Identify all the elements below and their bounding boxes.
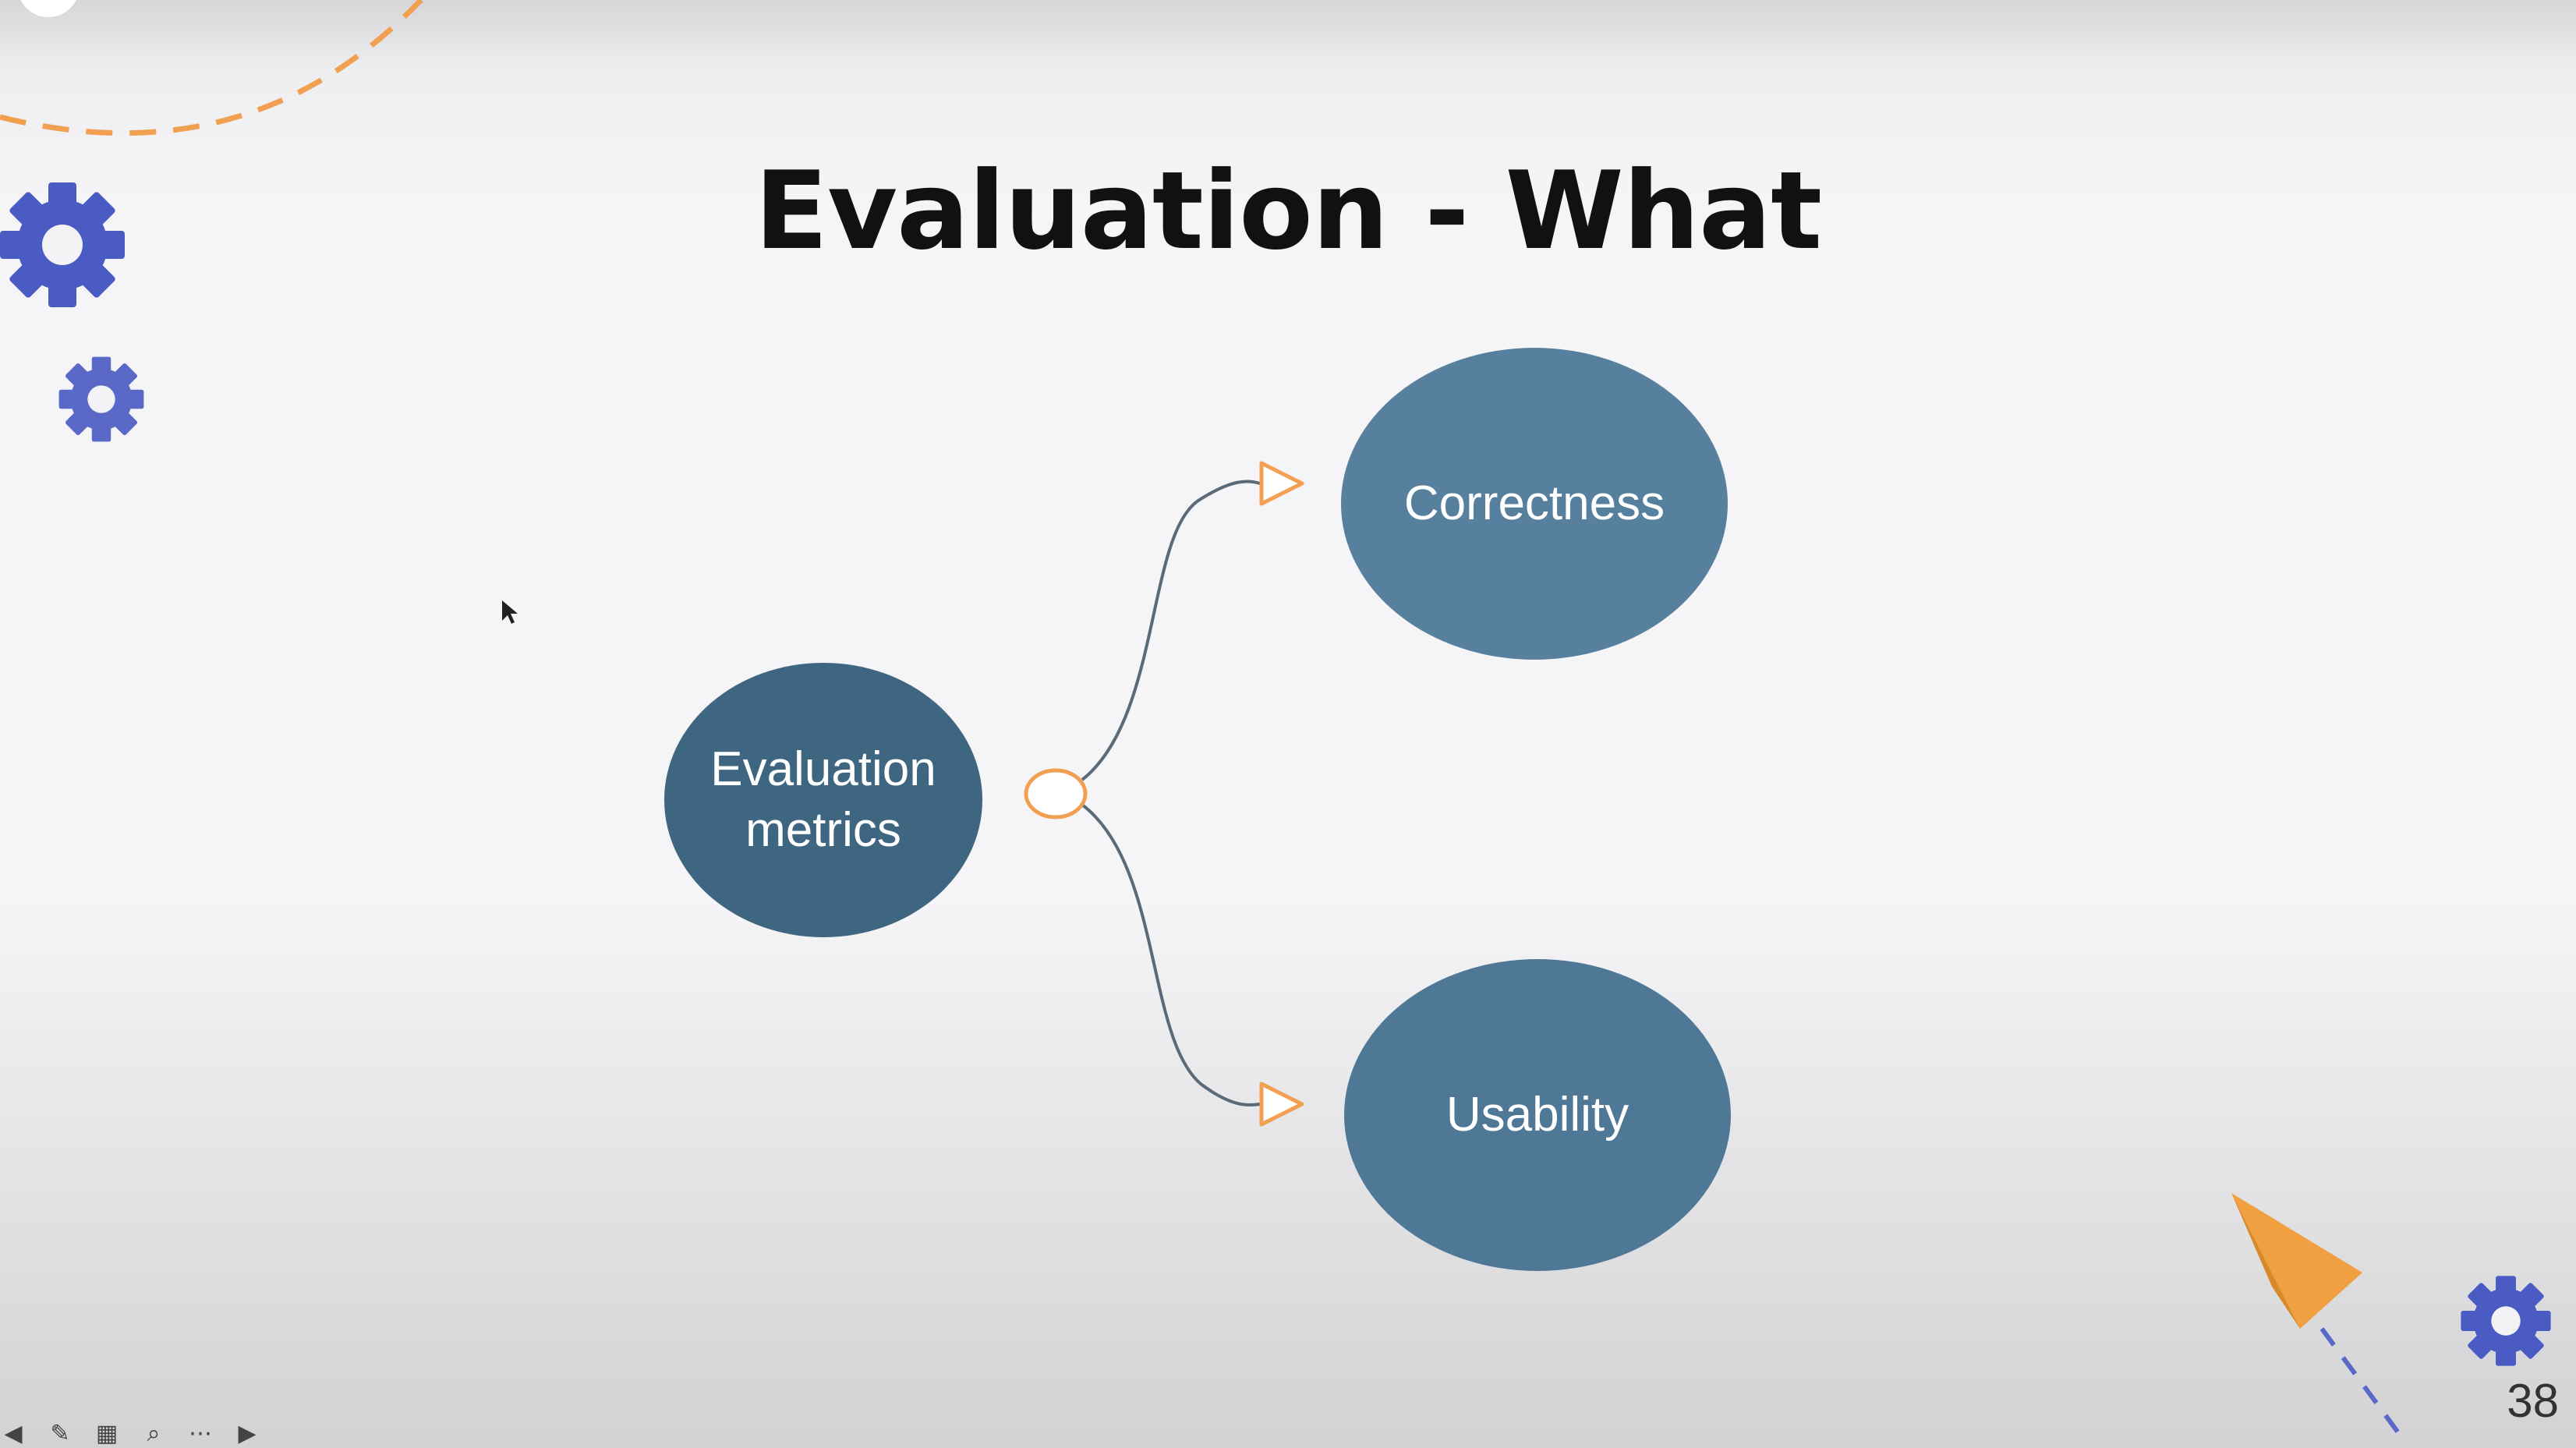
gear-icon [58,356,144,442]
child-node-usability-text: Usability [1445,1088,1629,1142]
root-node-label: Evaluation metrics [680,722,967,878]
back-icon[interactable]: ◀ [4,1419,23,1447]
presentation-toolbar: ◀ ✎ ▦ ⌕ ⋯ ▶ [0,1419,260,1448]
arrow-to-correctness [1259,461,1304,506]
paper-plane-icon [2231,1193,2362,1329]
junction-node [1024,768,1088,820]
arrow-to-usability [1259,1082,1304,1127]
gear-icon [2461,1276,2551,1366]
zoom-icon[interactable]: ⌕ [147,1419,161,1447]
root-node [664,663,982,937]
child-node-correctness-text: Correctness [1403,476,1665,530]
connector-to-usability [1081,803,1261,1106]
connector-to-correctness [1081,480,1261,781]
options-icon[interactable]: ⋯ [189,1419,212,1447]
child-node-correctness-label: Correctness [1357,468,1712,540]
forward-icon[interactable]: ▶ [238,1419,257,1447]
slides-icon[interactable]: ▦ [95,1419,119,1447]
slide-title: Evaluation - What [754,148,1822,274]
child-node-correctness [1341,348,1728,660]
decorative-arc [0,0,423,136]
mouse-cursor-icon [502,600,518,624]
root-node-text: Evaluation metrics [710,742,936,857]
child-node-usability [1344,959,1731,1271]
child-node-usability-label: Usability [1360,1079,1715,1151]
page-number: 38 [2507,1375,2559,1427]
decorative-dot [20,0,76,17]
plane-trail [2319,1327,2402,1436]
pen-icon[interactable]: ✎ [50,1419,70,1447]
